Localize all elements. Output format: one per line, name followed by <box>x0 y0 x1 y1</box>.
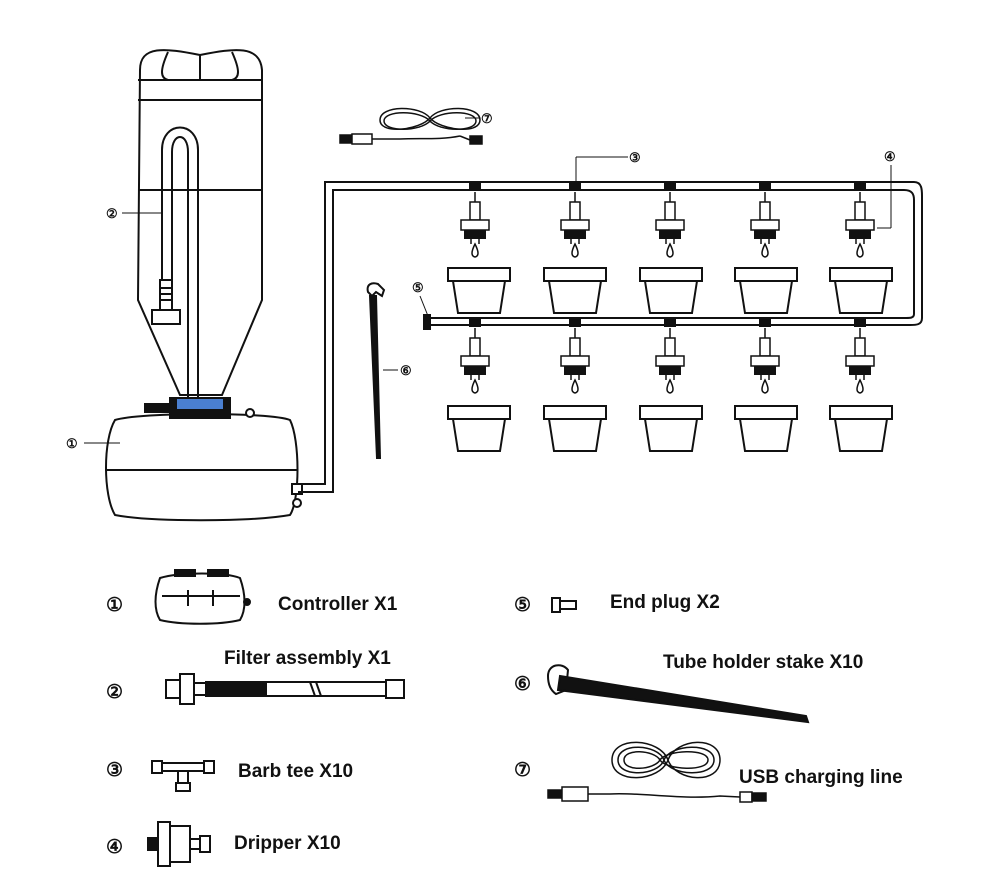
dripper-icon <box>147 821 211 867</box>
plant-pot <box>734 405 798 452</box>
plant-pot <box>447 405 511 452</box>
part-1-name: Controller X1 <box>278 594 398 615</box>
dripper <box>750 327 780 394</box>
barb-tee <box>759 317 771 327</box>
water-bottle <box>136 49 263 396</box>
barb-tee <box>569 181 581 191</box>
usb-cable-illustration <box>339 107 483 145</box>
part-5-marker: ⑤ <box>514 595 531 616</box>
dripper <box>655 191 685 258</box>
part-7-marker: ⑦ <box>514 760 531 781</box>
controller-icon <box>154 569 251 625</box>
plant-pot <box>829 405 893 452</box>
plant-pot <box>829 267 893 314</box>
stake-icon <box>546 664 810 724</box>
barb-tee <box>569 317 581 327</box>
dripper <box>560 191 590 258</box>
part-4-marker: ④ <box>106 837 123 858</box>
part-7-name: USB charging line <box>739 767 903 788</box>
part-2-name: Filter assembly X1 <box>224 648 391 669</box>
part-6-name: Tube holder stake X10 <box>663 652 863 673</box>
filter-assembly-icon <box>165 673 405 705</box>
usb-cable-icon <box>547 741 767 803</box>
dripper <box>845 327 875 394</box>
part-5-name: End plug X2 <box>610 592 720 613</box>
dripper <box>560 327 590 394</box>
plant-pot <box>543 405 607 452</box>
part-3-marker: ③ <box>106 760 123 781</box>
dripper <box>460 327 490 394</box>
callout-7: ⑦ <box>481 111 493 126</box>
callout-2: ② <box>106 206 118 221</box>
plant-pot <box>639 267 703 314</box>
callout-6: ⑥ <box>400 363 412 378</box>
callout-lines <box>84 117 892 444</box>
barb-tee <box>854 317 866 327</box>
part-2-marker: ② <box>106 682 123 703</box>
barb-tee <box>854 181 866 191</box>
part-4-name: Dripper X10 <box>234 833 341 854</box>
dripper <box>750 191 780 258</box>
end-plug-icon <box>551 597 577 613</box>
callout-5: ⑤ <box>412 280 424 295</box>
callout-3: ③ <box>629 150 641 165</box>
barb-tee <box>664 317 676 327</box>
callout-1: ① <box>66 436 78 451</box>
part-3-name: Barb tee X10 <box>238 761 353 782</box>
barb-tee <box>469 181 481 191</box>
dripper <box>845 191 875 258</box>
callout-4: ④ <box>884 149 896 164</box>
dripper <box>460 191 490 258</box>
lower-row <box>447 317 893 452</box>
dripper <box>655 327 685 394</box>
stake-illustration <box>366 282 386 459</box>
barb-tee-icon <box>151 760 215 792</box>
barb-tee <box>469 317 481 327</box>
plant-pot <box>447 267 511 314</box>
upper-row <box>447 181 893 314</box>
barb-tee <box>759 181 771 191</box>
barb-tee <box>664 181 676 191</box>
controller-unit <box>105 397 303 522</box>
supply-tube <box>298 181 923 493</box>
part-6-marker: ⑥ <box>514 674 531 695</box>
plant-pot <box>734 267 798 314</box>
plant-pot <box>543 267 607 314</box>
plant-pot <box>639 405 703 452</box>
filter-tube <box>151 126 199 400</box>
part-1-marker: ① <box>106 595 123 616</box>
